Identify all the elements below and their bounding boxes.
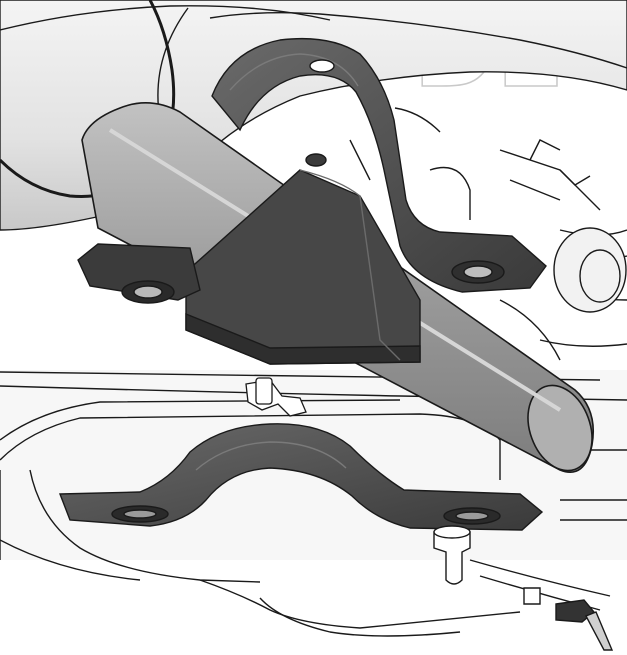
mounting-bolt [433, 525, 614, 651]
upper-clamp-bracket [211, 37, 547, 293]
hose-clip [245, 377, 307, 417]
bushing-block [77, 153, 421, 365]
lower-clamp-bracket [58, 423, 544, 531]
